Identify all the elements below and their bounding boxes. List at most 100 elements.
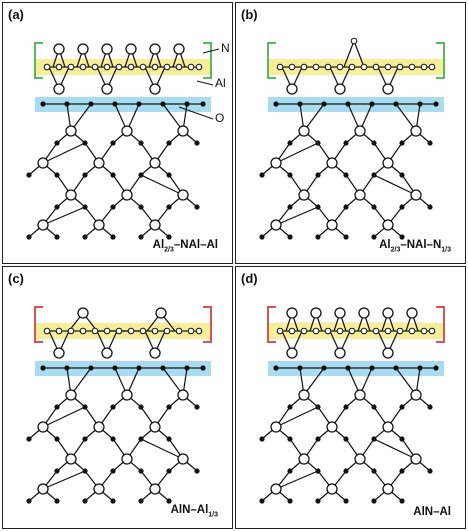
nitrogen-atom: [139, 63, 147, 71]
nitrogen-atom: [151, 327, 159, 335]
aluminum-atom: [287, 468, 293, 474]
oxygen-atom: [101, 43, 113, 55]
aluminum-atom: [273, 365, 279, 371]
oxygen-atom: [37, 157, 49, 169]
aluminum-atom: [343, 140, 349, 146]
aluminum-atom: [194, 204, 200, 210]
nitrogen-atom: [103, 327, 111, 335]
aluminum-atom: [399, 436, 405, 442]
aluminum-atom: [184, 101, 190, 107]
panel-c-caption-sub: 1/3: [208, 511, 218, 518]
nitrogen-atom: [115, 327, 123, 335]
aluminum-atom: [287, 404, 293, 410]
bond: [42, 142, 86, 164]
nitrogen-atom: [55, 63, 63, 71]
aluminum-atom: [82, 172, 88, 178]
aluminum-atom: [287, 498, 293, 504]
aluminum-atom: [287, 140, 293, 146]
aluminum-atom: [54, 204, 60, 210]
nitrogen-atom: [55, 327, 63, 335]
left-bracket: [267, 42, 276, 79]
nitrogen-atom: [187, 63, 195, 71]
nitrogen-atom: [324, 63, 332, 71]
nitrogen-atom: [67, 327, 75, 335]
oxygen-atom: [354, 125, 366, 137]
aluminum-atom: [315, 436, 321, 442]
oxygen-atom: [53, 347, 65, 359]
right-bracket: [203, 306, 212, 343]
aluminum-atom: [315, 234, 321, 240]
nitrogen-atom: [195, 63, 203, 71]
oxygen-atom: [65, 389, 77, 401]
panel-d-caption-main: AlN–Al: [413, 506, 451, 518]
aluminum-atom: [82, 140, 88, 146]
aluminum-atom: [371, 404, 377, 410]
aluminum-atom: [315, 498, 321, 504]
aluminum-atom: [321, 101, 327, 107]
nitrogen-atom: [360, 63, 368, 71]
nitrogen-atom: [428, 327, 436, 335]
nitrogen-atom: [428, 63, 436, 71]
aluminum-atom: [259, 436, 265, 442]
bond: [42, 406, 86, 428]
aluminum-atom: [315, 172, 321, 178]
aluminum-atom: [194, 468, 200, 474]
bond: [275, 142, 319, 164]
oxygen-atom: [149, 347, 161, 359]
oxygen-atom: [270, 157, 282, 169]
aluminum-atom: [399, 498, 405, 504]
oxygen-atom: [149, 83, 161, 95]
aluminum-atom: [54, 140, 60, 146]
panel-b-caption-sub: 2/3: [390, 246, 401, 253]
bond: [275, 406, 319, 428]
oxygen-atom: [177, 389, 189, 401]
bond: [343, 40, 355, 68]
nitrogen-atom: [396, 63, 404, 71]
oxygen-atom: [326, 157, 338, 169]
aluminum-atom: [82, 404, 88, 410]
oxygen-atom: [382, 157, 394, 169]
aluminum-atom: [110, 172, 116, 178]
oxygen-atom: [382, 483, 394, 495]
nitrogen-atom: [43, 63, 51, 71]
panel-c-letter: (c): [8, 271, 24, 286]
aluminum-atom: [138, 140, 144, 146]
aluminum-atom: [287, 234, 293, 240]
nitrogen-atom: [115, 63, 123, 71]
oxygen-atom: [149, 421, 161, 433]
panel-a-caption: Al2/3–NAl–Al: [153, 239, 218, 253]
aluminum-atom: [345, 365, 351, 371]
aluminum-atom: [371, 498, 377, 504]
bond: [42, 470, 86, 490]
nitrogen-atom: [187, 327, 195, 335]
aluminum-atom: [315, 468, 321, 474]
aluminum-atom: [166, 436, 172, 442]
oxygen-atom: [93, 157, 105, 169]
aluminum-atom: [184, 365, 190, 371]
oxygen-atom: [93, 421, 105, 433]
aluminum-atom: [427, 404, 433, 410]
aluminum-atom: [166, 172, 172, 178]
aluminum-atom: [64, 101, 70, 107]
aluminum-atom: [371, 436, 377, 442]
bond: [275, 206, 319, 226]
aluminum-atom: [160, 365, 166, 371]
aluminum-atom: [110, 140, 116, 146]
panel-c-caption-main: AlN–Al: [170, 503, 209, 516]
oxygen-atom: [53, 83, 65, 95]
aluminum-atom: [166, 204, 172, 210]
aluminum-atom: [110, 436, 116, 442]
aluminum-atom: [82, 468, 88, 474]
aluminum-atom: [194, 140, 200, 146]
aluminum-atom: [259, 234, 265, 240]
aluminum-atom: [371, 468, 377, 474]
oxygen-atom: [286, 347, 298, 359]
oxygen-atom: [149, 157, 161, 169]
panel-d: (d) AlN–Al: [235, 266, 466, 529]
aluminum-atom: [321, 365, 327, 371]
aluminum-atom: [369, 365, 375, 371]
oxygen-atom: [334, 307, 346, 319]
oxygen-atom: [177, 189, 189, 201]
oxygen-atom: [286, 83, 298, 95]
nitrogen-atom: [372, 327, 380, 335]
